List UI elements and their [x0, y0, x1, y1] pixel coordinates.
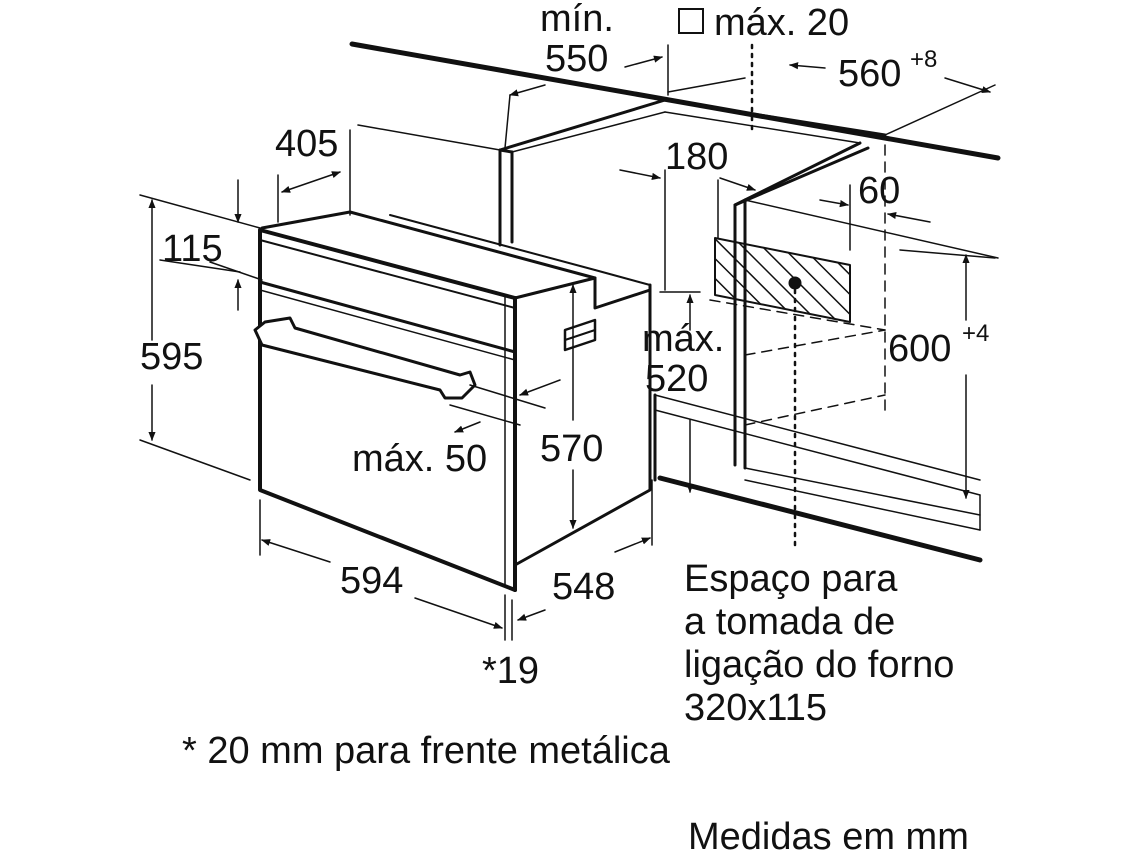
min-depth-value: 550 [545, 38, 609, 80]
niche-height-tolerance: +4 [962, 320, 990, 347]
dimension-lines [140, 45, 995, 640]
socket-note: Espaço para a tomada de ligação do forno… [684, 558, 954, 730]
dim-60-value: 60 [858, 170, 901, 212]
cabinet-niche [500, 112, 998, 560]
front-19-value: *19 [482, 650, 540, 692]
niche-height-value: 600 [888, 328, 952, 370]
max-50-label: máx. 50 [352, 438, 488, 480]
min-label: mín. [540, 0, 614, 40]
footnote: * 20 mm para frente metálica [182, 730, 670, 772]
square-icon [678, 8, 704, 34]
dim-180-value: 180 [665, 136, 729, 178]
max-gap-label: máx. 20 [714, 2, 850, 44]
max-520-line1: máx. [642, 318, 725, 360]
niche-width-value: 560 [838, 53, 902, 95]
socket-note-line: Espaço para [684, 558, 898, 600]
body-height-value: 570 [540, 428, 604, 470]
oven-width-value: 594 [340, 560, 404, 602]
oven-depth-upper-value: 405 [275, 123, 339, 165]
max-520-line2: 520 [645, 358, 709, 400]
socket-note-line: 320x115 [684, 687, 827, 729]
niche-width-tolerance: +8 [910, 46, 938, 73]
dim-115-value: 115 [162, 228, 223, 270]
oven-body [255, 114, 650, 590]
socket-zone [715, 238, 850, 322]
body-width-value: 548 [552, 566, 616, 608]
units-note: Medidas em mm [688, 816, 969, 858]
socket-note-line: ligação do forno [684, 644, 955, 686]
countertop [352, 44, 998, 158]
oven-height-value: 595 [140, 336, 204, 378]
socket-note-line: a tomada de [684, 601, 896, 643]
